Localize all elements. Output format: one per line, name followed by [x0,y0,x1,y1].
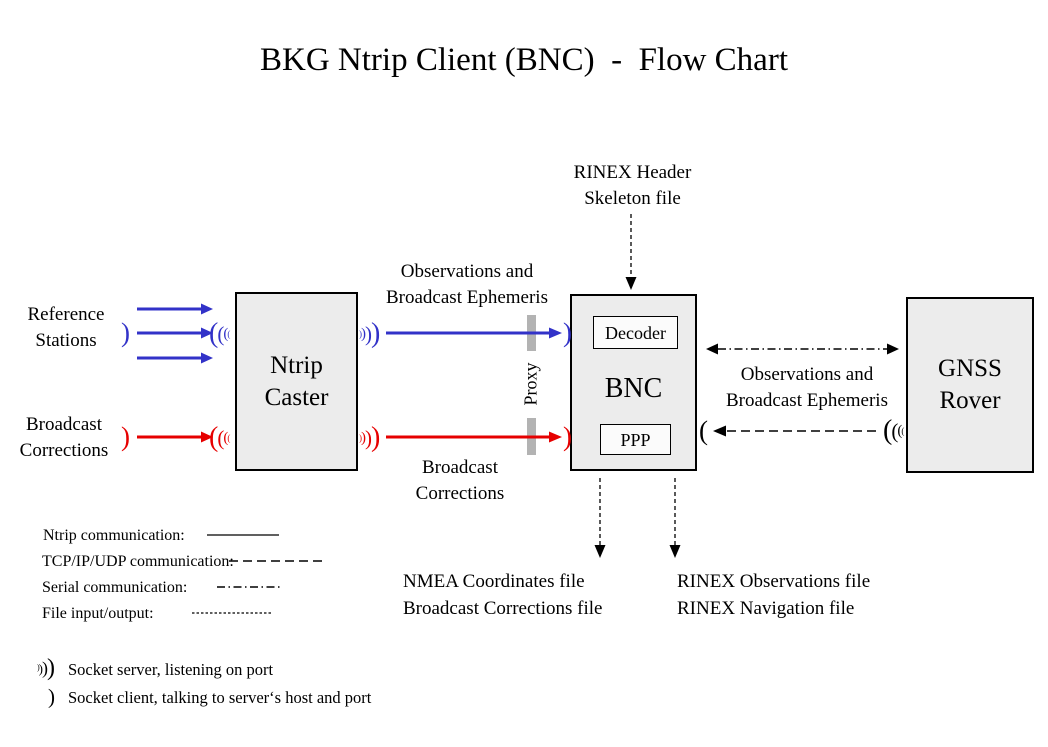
page-title: BKG Ntrip Client (BNC) - Flow Chart [260,42,788,78]
legend-ntrip-communication: Ntrip communication: [43,527,185,544]
reference-stations-label: Reference Stations [27,304,105,351]
bnc-label: BNC [604,373,663,404]
node-decoder: Decoder [593,316,678,349]
bnc-rover-serial-arrow [706,343,899,355]
ppp-label: PPP [620,429,651,450]
proxy-label: Proxy [520,362,541,406]
socket-client-icon: ) [121,421,130,452]
skeleton-file-arrow [625,214,637,290]
broadcast-corrections-arrow [137,431,213,443]
socket-server-icon: )))) [359,318,381,349]
legend-file-io: File input/output: [42,605,154,622]
reference-stations-arrows [137,303,213,364]
legend-tcp-communication: TCP/IP/UDP communication: [42,553,234,570]
socket-client-icon: ) [48,684,55,709]
caster-to-bnc-corrections-label: Broadcast Corrections [415,457,505,504]
output-files-right-label: RINEX Observations file RINEX Navigation… [677,571,871,619]
legend-socket-client-label: Socket client, talking to server‘s host … [68,688,372,707]
socket-server-icon: (((( [209,318,231,349]
rover-to-bnc-flow-label: Observations and Broadcast Ephemeris [726,364,888,411]
legend-line-samples [192,534,324,614]
broadcast-corrections-input-label: Broadcast Corrections [19,414,109,461]
socket-client-icon: ) [563,421,572,452]
bnc-output-arrows [594,478,681,558]
caster-to-bnc-flow-label: Observations and Broadcast Ephemeris [386,261,548,308]
node-ppp: PPP [600,424,671,455]
socket-client-icon: ) [121,317,130,348]
rinex-skeleton-label: RINEX Header Skeleton file [573,162,692,209]
node-ntrip-caster: Ntrip Caster [235,292,358,471]
ntrip-caster-label: Ntrip Caster [264,351,329,411]
rover-to-bnc-arrow [713,425,876,437]
node-bnc: Decoder BNC PPP [570,294,697,471]
output-files-left-label: NMEA Coordinates file Broadcast Correcti… [403,571,603,619]
socket-client-icon: ) [563,317,572,348]
node-gnss-rover: GNSS Rover [906,297,1034,473]
legend-socket-server-label: Socket server, listening on port [68,660,274,679]
decoder-label: Decoder [605,322,666,343]
caster-to-bnc-corrections-arrow [386,431,562,443]
socket-server-icon: )))) [359,422,381,453]
socket-server-icon: )))) [37,655,56,681]
gnss-rover-label: GNSS Rover [938,355,1002,414]
socket-client-icon: ( [699,415,708,446]
caster-to-bnc-arrow [386,327,562,339]
socket-server-icon: (((( [883,415,905,446]
socket-server-icon: (((( [209,422,231,453]
legend-serial-communication: Serial communication: [42,579,188,596]
